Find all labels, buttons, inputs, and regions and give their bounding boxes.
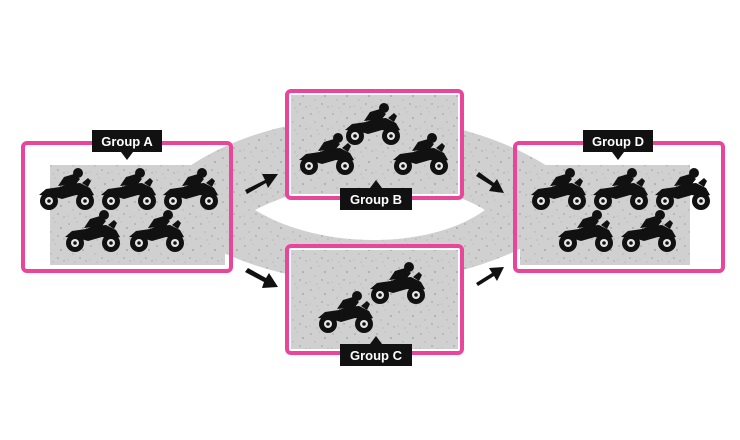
group-a-label: Group A bbox=[101, 134, 153, 149]
arrow-a-to-c bbox=[245, 268, 278, 288]
arrow-c-to-d bbox=[476, 267, 504, 286]
group-b-tag: Group B bbox=[340, 180, 412, 210]
group-a-tag: Group A bbox=[92, 130, 162, 160]
group-b-box bbox=[285, 89, 464, 200]
group-b-label: Group B bbox=[350, 192, 402, 207]
group-c-label: Group C bbox=[350, 348, 403, 363]
arrow-b-to-d bbox=[476, 172, 504, 193]
group-c-box bbox=[285, 244, 464, 355]
group-d-tag: Group D bbox=[583, 130, 653, 160]
group-d-label: Group D bbox=[592, 134, 644, 149]
group-c-tag: Group C bbox=[340, 336, 412, 366]
arrow-a-to-b bbox=[245, 174, 278, 194]
